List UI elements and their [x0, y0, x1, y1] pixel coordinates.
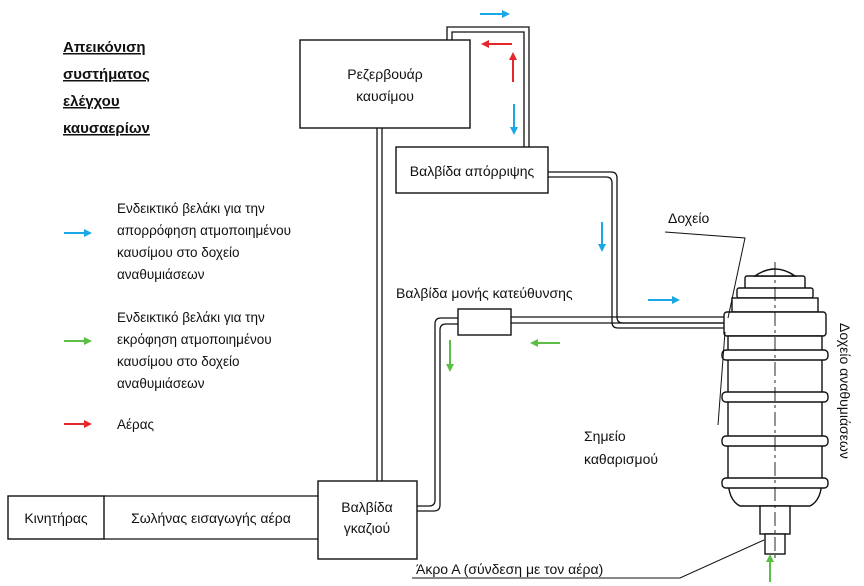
- fuel-tank: Ρεζερβουάρ καυσίμου: [299, 39, 471, 129]
- throttle-valve-label-1: Βαλβίδα: [341, 499, 392, 515]
- end-a-leader: [412, 539, 765, 579]
- end-a-label: Άκρο Α (σύνδεση με τον αέρα): [416, 561, 603, 577]
- cleaning-point-label-2: καθαρισμού: [584, 451, 658, 467]
- legend-green-line-4: αναθυμιάσεων: [117, 376, 205, 391]
- legend: Ενδεικτικό βελάκι για την απορρόφηση ατμ…: [64, 201, 291, 432]
- check-valve-label: Βαλβίδα μονής κατεύθυνσης: [396, 285, 573, 301]
- engine: Κινητήρας: [7, 495, 105, 540]
- drain-valve-label: Βαλβίδα απόρριψης: [410, 163, 535, 179]
- pipe-drain-canister-outer: [548, 171, 727, 324]
- pipe-check-throttle-inner: [417, 323, 458, 512]
- fuel-tank-label-1: Ρεζερβουάρ: [347, 66, 423, 82]
- title-line-2: συστήματος: [63, 66, 150, 83]
- legend-green-line-3: καυσίμου στο δοχείο: [117, 354, 240, 369]
- pipe-drain-canister-inner: [548, 176, 727, 329]
- air-intake-pipe-label: Σωλήνας εισαγωγής αέρα: [131, 510, 291, 526]
- diagram-title: Απεικόνιση συστήματος ελέγχου καυσαερίων: [63, 39, 150, 137]
- engine-label: Κινητήρας: [24, 510, 88, 526]
- title-line-1: Απεικόνιση: [63, 39, 146, 56]
- legend-green-line-1: Ενδεικτικό βελάκι για την: [117, 310, 265, 325]
- cleaning-point-label-1: Σημείο: [584, 428, 626, 444]
- pipe-check-throttle-outer: [417, 317, 458, 507]
- pipe-tank-loop-inner: [451, 31, 525, 147]
- legend-red-label: Αέρας: [117, 417, 155, 432]
- legend-blue-line-3: καυσίμου στο δοχείο: [117, 245, 240, 260]
- title-line-3: ελέγχου: [63, 93, 120, 110]
- title-line-4: καυσαερίων: [63, 120, 150, 137]
- legend-green-line-2: εκρόφηση ατμοποιημένου: [117, 332, 272, 347]
- flow-arrows: [446, 10, 774, 582]
- canister-labels: Δοχείο Σημείο καθαρισμού Άκρο Α (σύνδεση…: [412, 210, 853, 579]
- legend-blue-line-1: Ενδεικτικό βελάκι για την: [117, 201, 265, 216]
- vapor-canister-label: Δοχείο αναθυμιάσεων: [837, 323, 853, 459]
- cleaning-point-leader: [717, 331, 726, 426]
- legend-blue-line-4: αναθυμιάσεων: [117, 267, 205, 282]
- drain-valve: Βαλβίδα απόρριψης: [395, 146, 549, 194]
- container-label: Δοχείο: [668, 210, 709, 226]
- throttle-valve-label-2: γκαζιού: [344, 520, 390, 536]
- vapor-canister: [721, 262, 829, 560]
- pipe-tank-loop-outer: [446, 26, 530, 147]
- check-valve: Βαλβίδα μονής κατεύθυνσης: [396, 285, 573, 336]
- container-leader: [664, 231, 746, 319]
- fuel-tank-label-2: καυσίμου: [356, 88, 414, 104]
- legend-blue-line-2: απορρόφηση ατμοποιημένου: [117, 223, 291, 238]
- throttle-valve: Βαλβίδα γκαζιού: [317, 480, 418, 560]
